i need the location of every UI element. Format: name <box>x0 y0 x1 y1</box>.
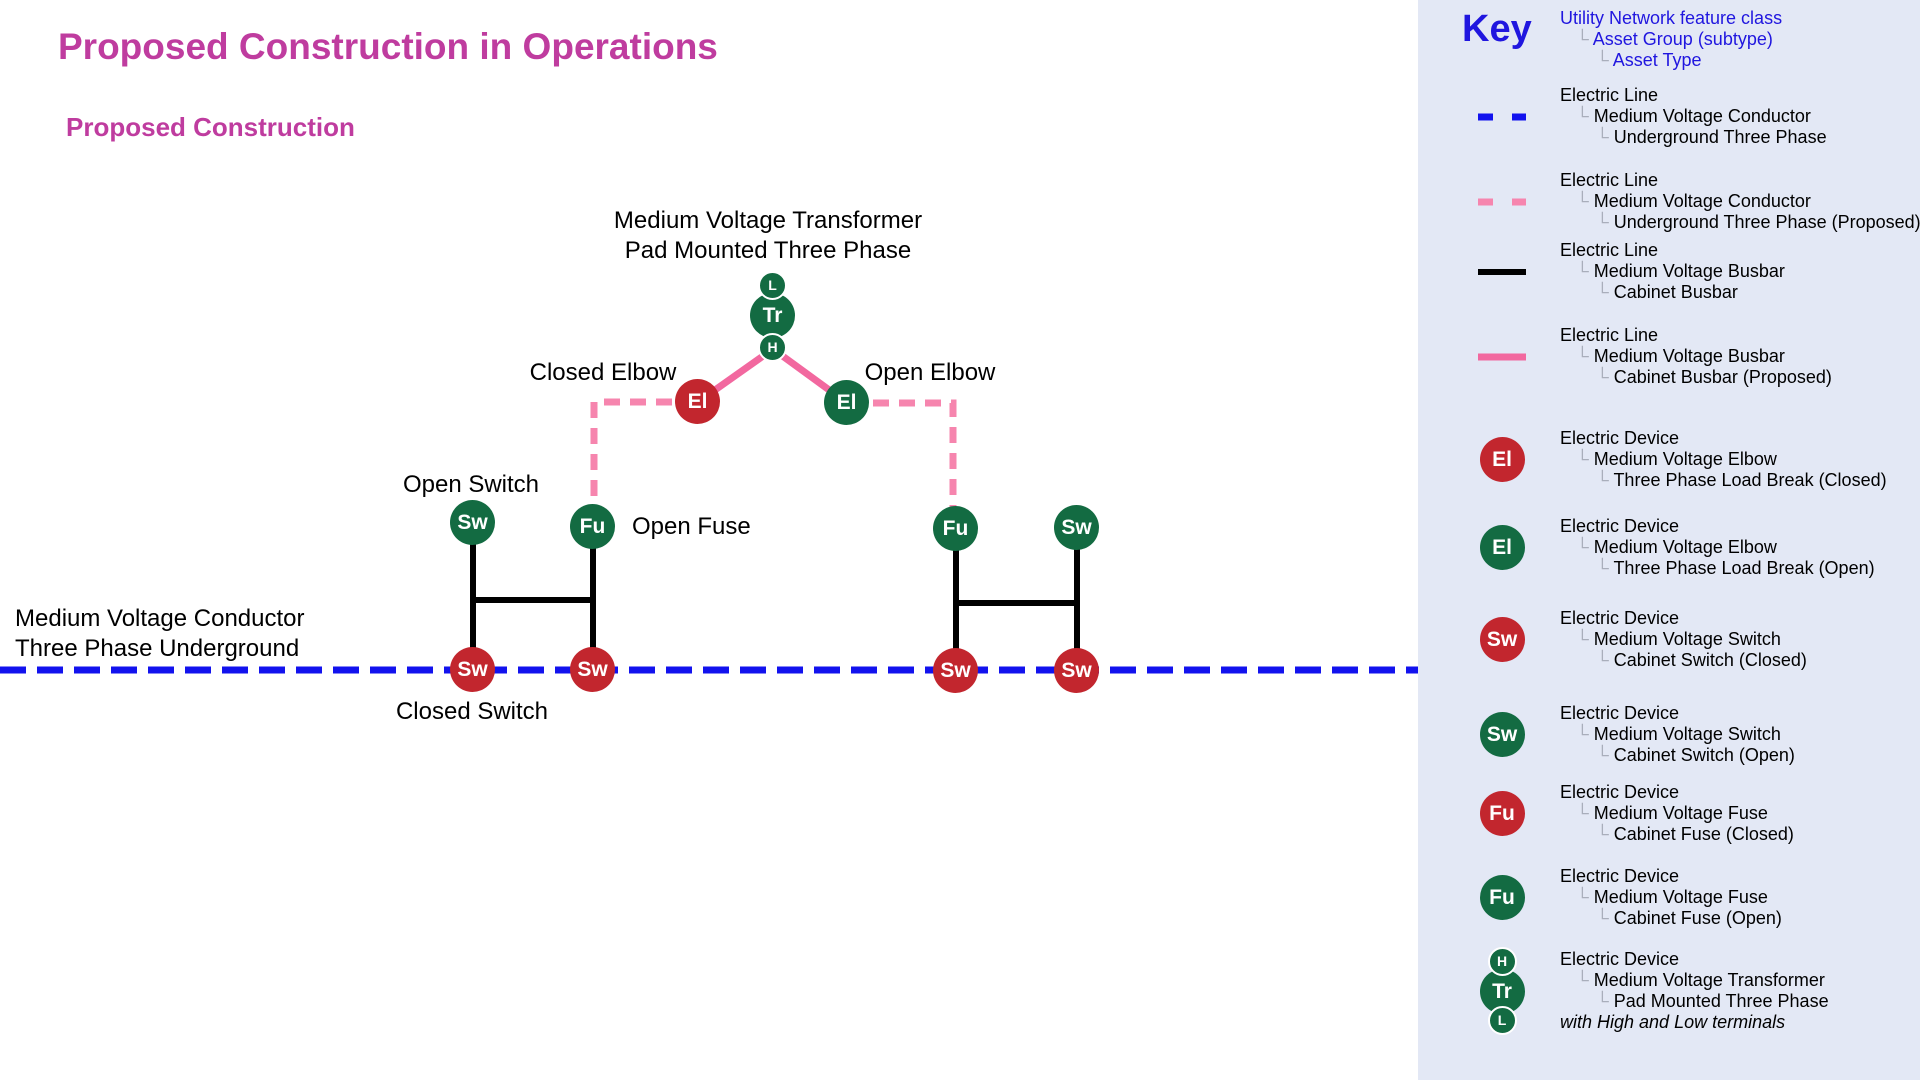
key-heading: Key <box>1462 8 1532 50</box>
legend-entry-transformer: Tr H L Electric Device Medium Voltage Tr… <box>1452 947 1829 1035</box>
legend-entry-text: Electric Device Medium Voltage Transform… <box>1560 949 1829 1033</box>
conductor-label-line1: Medium Voltage Conductor <box>15 605 305 632</box>
closed-fuse-icon: Fu <box>1479 791 1525 836</box>
blue-dashed-line-icon <box>1452 113 1552 121</box>
legend-entry-text: Electric Line Medium Voltage Conductor U… <box>1560 85 1827 148</box>
key-header-asset-group: Asset Group (subtype) <box>1560 29 1782 50</box>
closed-switch-label: Closed Switch <box>395 698 549 725</box>
open-switch-node: Sw <box>450 500 495 545</box>
closed-switch-icon: Sw <box>1479 617 1525 662</box>
legend-entry-fuse-open: Fu Electric Device Medium Voltage Fuse C… <box>1452 866 1782 929</box>
legend-entry-text: Electric Device Medium Voltage Elbow Thr… <box>1560 516 1875 579</box>
legend-entry-switch-open: Sw Electric Device Medium Voltage Switch… <box>1452 703 1795 766</box>
legend-entry-cabinet-busbar: Electric Line Medium Voltage Busbar Cabi… <box>1452 240 1785 303</box>
open-switch-label: Open Switch <box>402 471 540 498</box>
open-switch-icon: Sw <box>1479 712 1525 757</box>
legend-entry-text: Electric Device Medium Voltage Switch Ca… <box>1560 608 1807 671</box>
legend-entry-proposed-busbar: Electric Line Medium Voltage Busbar Cabi… <box>1452 325 1832 388</box>
transformer-label-line2: Pad Mounted Three Phase <box>624 237 912 264</box>
legend-entry-text: Electric Device Medium Voltage Fuse Cabi… <box>1560 866 1782 929</box>
open-elbow-node: El <box>824 380 869 425</box>
transformer-icon-low: L <box>1487 1006 1517 1035</box>
conductor-label: Medium Voltage Conductor Three Phase Und… <box>15 604 305 664</box>
legend-entry-text: Electric Line Medium Voltage Busbar Cabi… <box>1560 240 1785 303</box>
legend-entry-elbow-closed: El Electric Device Medium Voltage Elbow … <box>1452 428 1887 491</box>
proposed-conductor-left-line <box>590 398 698 510</box>
legend-entry-text: Electric Device Medium Voltage Fuse Cabi… <box>1560 782 1794 845</box>
closed-elbow-icon: El <box>1479 437 1525 482</box>
conductor-label-line2: Three Phase Underground <box>15 635 300 662</box>
legend-entry-text: Electric Device Medium Voltage Elbow Thr… <box>1560 428 1887 491</box>
open-elbow-label: Open Elbow <box>864 359 996 386</box>
closed-switch-node-4: Sw <box>1054 648 1099 693</box>
key-header-asset-type: Asset Type <box>1560 50 1782 71</box>
transformer-node: Tr <box>750 293 795 338</box>
page-title: Proposed Construction in Operations <box>58 26 718 67</box>
open-fuse-node-right: Fu <box>933 506 978 551</box>
transformer-low-terminal: L <box>758 271 787 300</box>
key-header-feature-class: Utility Network feature class <box>1560 8 1783 28</box>
legend-entry-elbow-open: El Electric Device Medium Voltage Elbow … <box>1452 516 1875 579</box>
transformer-high-terminal: H <box>758 333 787 362</box>
key-header: Utility Network feature class Asset Grou… <box>1560 8 1782 71</box>
open-fuse-icon: Fu <box>1479 875 1525 920</box>
legend-entry-underground-conductor: Electric Line Medium Voltage Conductor U… <box>1452 85 1827 148</box>
open-fuse-label: Open Fuse <box>632 513 751 540</box>
closed-elbow-label: Closed Elbow <box>529 359 677 386</box>
legend-entry-text: Electric Line Medium Voltage Conductor U… <box>1560 170 1920 233</box>
cabinet-busbar-lines <box>470 525 1080 671</box>
legend-entry-fuse-closed: Fu Electric Device Medium Voltage Fuse C… <box>1452 782 1794 845</box>
pink-dashed-line-icon <box>1452 198 1552 206</box>
transformer-label-line1: Medium Voltage Transformer <box>613 207 923 234</box>
closed-switch-node-2: Sw <box>570 647 615 692</box>
pink-solid-line-icon <box>1452 353 1552 361</box>
transformer-note: with High and Low terminals <box>1560 1012 1786 1032</box>
legend-entry-proposed-conductor: Electric Line Medium Voltage Conductor U… <box>1452 170 1920 233</box>
closed-switch-node-3: Sw <box>933 648 978 693</box>
transformer-label: Medium Voltage Transformer Pad Mounted T… <box>614 206 922 266</box>
open-switch-node-right: Sw <box>1054 505 1099 550</box>
open-elbow-icon: El <box>1479 525 1525 570</box>
transformer-icon-high: H <box>1487 947 1517 976</box>
legend-entry-switch-closed: Sw Electric Device Medium Voltage Switch… <box>1452 608 1807 671</box>
legend-entry-text: Electric Device Medium Voltage Switch Ca… <box>1560 703 1795 766</box>
closed-elbow-node: El <box>675 379 720 424</box>
open-fuse-node: Fu <box>570 504 615 549</box>
proposed-conductor-right-line <box>847 399 957 512</box>
black-solid-line-icon <box>1452 268 1552 276</box>
transformer-icon: Tr H L <box>1479 947 1525 1035</box>
closed-switch-node-1: Sw <box>450 647 495 692</box>
page-subtitle: Proposed Construction <box>66 112 355 142</box>
legend-entry-text: Electric Line Medium Voltage Busbar Cabi… <box>1560 325 1832 388</box>
